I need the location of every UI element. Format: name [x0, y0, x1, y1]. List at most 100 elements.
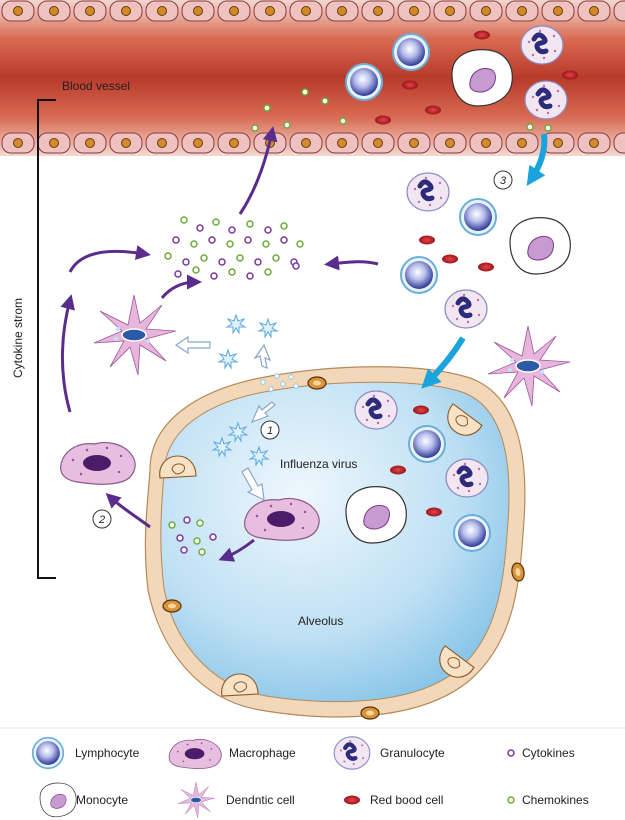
svg-text:Chemokines: Chemokines	[522, 793, 589, 807]
svg-text:3: 3	[500, 175, 507, 187]
red-blood-cell	[390, 465, 406, 475]
chemokine-dot	[192, 266, 200, 274]
cytokine-dot	[292, 262, 300, 270]
svg-text:Monocyte: Monocyte	[76, 793, 128, 807]
chemokine-icon	[507, 796, 515, 804]
endothelial-cell	[469, 132, 503, 154]
endothelial-cell	[613, 0, 625, 22]
lymphocyte-outside	[400, 256, 438, 294]
endothelial-cell	[217, 132, 251, 154]
cytokine-dot	[244, 236, 252, 244]
cytokine-dot	[210, 272, 218, 280]
vessel-wall-bottom	[1, 132, 625, 154]
endothelial-cell	[73, 132, 107, 154]
granulocyte-outside	[445, 290, 487, 328]
lymphocyte-in-alveolus	[408, 425, 446, 463]
chemokine-dot	[180, 216, 188, 224]
endothelial-cell	[577, 0, 611, 22]
red-blood-cell	[562, 70, 578, 80]
cytokine-dot	[196, 224, 204, 232]
chemokine-dot	[226, 240, 234, 248]
svg-text:Macrophage: Macrophage	[229, 746, 296, 760]
cytokine-dot	[182, 258, 190, 266]
endothelial-cell	[469, 0, 503, 22]
endothelial-cell	[37, 132, 71, 154]
cytokine-dot	[228, 226, 236, 234]
vessel-wall-top	[1, 0, 625, 22]
endothelial-cell	[289, 0, 323, 22]
alveolus-label: Alveolus	[298, 614, 343, 628]
endothelial-cell	[433, 132, 467, 154]
endothelial-cell	[397, 132, 431, 154]
chemokine-dot	[236, 254, 244, 262]
red-blood-cell	[425, 105, 441, 115]
red-blood-cell	[419, 235, 435, 245]
cytokine-dot	[174, 270, 182, 278]
legend-item-cytokines: Cytokines	[507, 746, 575, 760]
chemokine-dot	[246, 220, 254, 228]
endothelial-cell	[541, 0, 575, 22]
lymphocyte-in-vessel	[392, 33, 430, 71]
legend-item-granulocyte: Granulocyte	[334, 737, 445, 769]
endothelial-cell	[181, 132, 215, 154]
chemokine-dot	[272, 254, 280, 262]
cytokine-dot	[264, 226, 272, 234]
legend-item-chemokines: Chemokines	[507, 793, 589, 807]
red-blood-cell-icon	[344, 795, 360, 805]
monocyte-icon	[39, 782, 77, 818]
endothelial-cell	[109, 0, 143, 22]
endothelial-cell	[145, 132, 179, 154]
macrophage-icon	[168, 738, 222, 770]
lymphocyte-in-alveolus	[453, 514, 491, 552]
cytokine-dot	[246, 272, 254, 280]
endothelial-cell	[109, 132, 143, 154]
chemokine-dot	[264, 268, 272, 276]
red-blood-cell	[478, 262, 494, 272]
chemokine-dot	[280, 222, 288, 230]
cytokine-dot	[280, 236, 288, 244]
influenza-virus-label: Influenza virus	[280, 457, 357, 471]
blue-arrows	[421, 133, 548, 389]
cytokine-dot	[208, 236, 216, 244]
endothelial-cell	[325, 132, 359, 154]
endothelial-cell	[577, 132, 611, 154]
dendritic-cell-right	[487, 325, 571, 407]
monocyte-outside	[509, 217, 571, 275]
endothelial-cell	[433, 0, 467, 22]
legend-item-dendritic-cell: Dendntic cell	[177, 781, 295, 819]
lymphocyte-in-vessel	[345, 63, 383, 101]
red-blood-cell	[442, 254, 458, 264]
granulocyte-in-vessel	[525, 81, 567, 119]
endothelial-cell	[145, 0, 179, 22]
step-marker-1: 1	[260, 420, 280, 440]
endothelial-cell	[289, 132, 323, 154]
cytokine-dot	[254, 258, 262, 266]
chemokine-dot	[212, 218, 220, 226]
chemokine-dot	[296, 240, 304, 248]
endothelial-cell	[1, 132, 35, 154]
endothelial-cell	[1, 0, 35, 22]
endothelial-cell	[37, 0, 71, 22]
granulocyte-outside	[407, 173, 449, 211]
svg-text:2: 2	[98, 514, 105, 526]
svg-text:Dendntic cell: Dendntic cell	[226, 793, 295, 807]
blood-vessel-label: Blood vessel	[62, 79, 130, 93]
endothelial-cell	[217, 0, 251, 22]
cytokine-storm-bracket	[37, 99, 56, 579]
endothelial-cell	[253, 0, 287, 22]
svg-text:Red bood cell: Red bood cell	[370, 793, 443, 807]
cytokine-dot	[218, 258, 226, 266]
svg-text:Cytokines: Cytokines	[522, 746, 575, 760]
chemokine-dot	[164, 252, 172, 260]
macrophage-left	[60, 441, 136, 485]
blood-vessel	[0, 0, 625, 156]
legend: Lymphocyte Macrophage Granulocyte Cytoki…	[0, 727, 625, 819]
granulocyte-in-alveolus	[355, 391, 397, 429]
white-arrows	[174, 335, 276, 502]
dendritic-cell-left	[93, 294, 177, 376]
svg-text:1: 1	[267, 425, 273, 437]
red-blood-cell	[402, 80, 418, 90]
red-blood-cell	[474, 30, 490, 40]
lymphocyte-outside	[459, 198, 497, 236]
